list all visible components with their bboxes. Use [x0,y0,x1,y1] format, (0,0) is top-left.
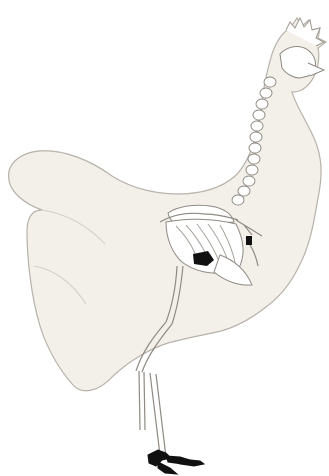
chicken-body-outline [9,18,326,391]
small-organ-mark [246,236,252,245]
feet [148,450,204,474]
